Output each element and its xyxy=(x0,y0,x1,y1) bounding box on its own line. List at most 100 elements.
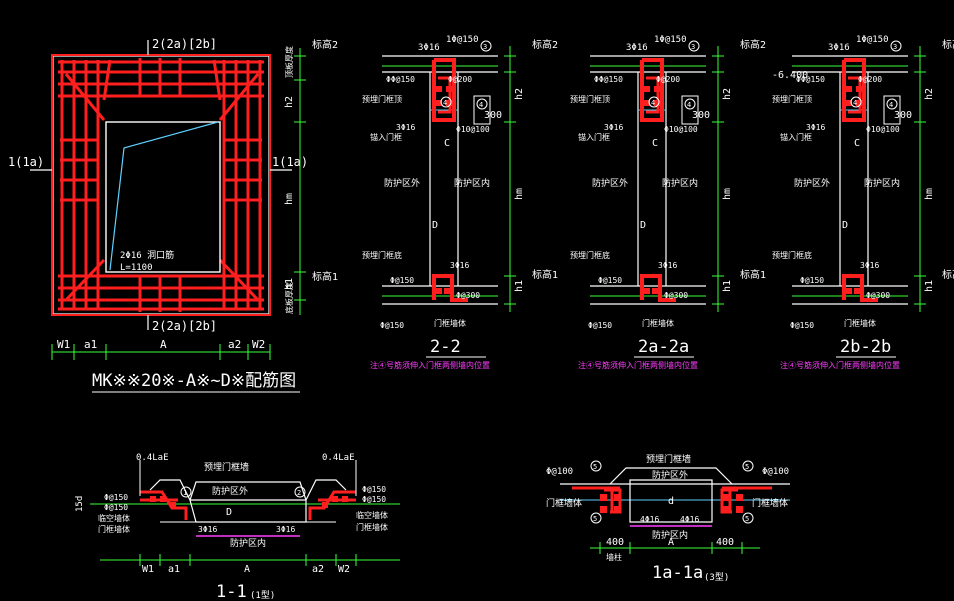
section-elev2: 标高2 xyxy=(740,38,766,51)
door-opening xyxy=(105,121,221,273)
section-in-label: 防护区内 xyxy=(454,177,490,189)
section-in-label: 防护区内 xyxy=(864,177,900,189)
section-1a-1a-marker-5d: 5 xyxy=(745,515,749,523)
section-bot-rebar-b: Φ@300 xyxy=(866,291,890,300)
plan-dim-h2: h2 xyxy=(284,96,295,108)
section-top-head xyxy=(640,58,664,122)
section-1a-1a-dim-400-left: 400 xyxy=(606,537,624,548)
section-dim-h1: h1 xyxy=(514,280,525,292)
section-top-head xyxy=(842,58,866,122)
section-elev1: 标高1 xyxy=(942,268,954,281)
section-bot-bar: 3Φ16 xyxy=(658,261,677,270)
plan-dim-a1: a1 xyxy=(84,338,97,351)
section-top-rebar-b: 3Φ16 xyxy=(418,43,440,53)
plan-rebar-grid xyxy=(58,58,264,312)
section-1a-1a-wall-right: 门框墙体 xyxy=(752,497,788,509)
section-rebar-200: Φ@200 xyxy=(656,75,680,84)
section-marker: 4 xyxy=(889,101,893,109)
section-frame-bottom: 预埋门框底 xyxy=(772,250,812,260)
plan-dim-w2: W2 xyxy=(252,338,265,351)
section-dim-hm: hm xyxy=(514,188,525,200)
section-1-1-left-rebar: Φ@150 xyxy=(104,493,128,502)
section-dim-300: 300 xyxy=(692,110,710,121)
plan-right-label: 1(1a) xyxy=(272,155,308,169)
section-bot-rebar: Φ@150 xyxy=(390,276,414,285)
section-1a-1a-marker-5a: 5 xyxy=(593,463,597,471)
section-bot-rebar-c: Φ@150 xyxy=(790,321,814,330)
plan-side-bottom: 底板厚度 xyxy=(284,282,294,314)
section-elev-val: -6.400 xyxy=(772,70,808,81)
section-frame-bottom: 预埋门框底 xyxy=(570,250,610,260)
plan-elev1: 标高1 xyxy=(312,270,338,283)
section-slab-rebar: ΦΦ@150 xyxy=(796,75,825,84)
section-marker: 4 xyxy=(479,101,483,109)
section-bot-bar: 3Φ16 xyxy=(450,261,469,270)
section-dim-h1: h1 xyxy=(722,280,733,292)
plan-rebar-note: 2Φ16 洞口筋 xyxy=(120,249,174,261)
plan-dim-a2: a2 xyxy=(228,338,241,351)
section-bottom-head xyxy=(432,274,468,302)
section-1a-1a-dim-A: A xyxy=(668,537,674,548)
door-frame-plan: 2(2a)[2b] 2(2a)[2b] 1(1a) 1(1a) 2Φ16 洞口筋… xyxy=(8,37,338,393)
section-1-1-15d: 15d xyxy=(75,496,85,512)
section-marker: 4 xyxy=(687,101,691,109)
section-frame-top: 预埋门框顶 xyxy=(362,94,402,104)
plan-top-label: 2(2a)[2b] xyxy=(152,37,217,51)
section-top-rebar-b: 3Φ16 xyxy=(626,43,648,53)
section-note: 注④号筋须伸入门框两侧墙内位置 xyxy=(578,360,698,370)
section-1a-1a: 预埋门框墙 防护区外 防护区内 Φ@100 Φ@100 门框墙体 门框墙体 4Φ… xyxy=(546,453,790,583)
section-rebar-200: Φ@200 xyxy=(448,75,472,84)
section-1-1-left-rebar2: Φ@150 xyxy=(104,503,128,512)
section-bot-rebar-c: Φ@150 xyxy=(588,321,612,330)
plan-left-label: 1(1a) xyxy=(8,155,44,169)
section-1-1-dim-w2: W2 xyxy=(338,564,350,575)
section-1a-1a-d: d xyxy=(668,496,674,507)
section-top-rebar: 1Φ@150 xyxy=(856,35,889,45)
section-bot-rebar: Φ@150 xyxy=(800,276,824,285)
section-1-1: 0.4LaE 0.4LaE Φ@150 Φ@150 临空墙体 门框墙体 Φ@15… xyxy=(75,453,400,601)
section-dim-hm: hm xyxy=(722,188,733,200)
section-bot-wall: 门框墙体 xyxy=(844,318,876,328)
section-1a-1a-in: 防护区内 xyxy=(652,529,688,541)
section-bot-wall: 门框墙体 xyxy=(642,318,674,328)
section-1a-1a-marker-5b: 5 xyxy=(745,463,749,471)
section-elev2: 标高2 xyxy=(942,38,954,51)
section-c-label: C xyxy=(854,138,860,149)
section-out-label: 防护区外 xyxy=(384,177,420,189)
plan-dim-w1: W1 xyxy=(57,338,70,351)
section-out-label: 防护区外 xyxy=(794,177,830,189)
section-1-1-in: 防护区内 xyxy=(230,537,266,549)
section-1-1-right-wall2: 门框墙体 xyxy=(356,522,388,532)
section-d-label: D xyxy=(842,220,848,231)
section-anchor: 锚入门框 xyxy=(370,132,402,142)
section-title: 2a-2a xyxy=(638,337,689,357)
section-1-1-marker-1: 1 xyxy=(183,489,187,497)
section-dim-h1: h1 xyxy=(924,280,935,292)
section-rebar-200: Φ@200 xyxy=(858,75,882,84)
section-bot-rebar-c: Φ@150 xyxy=(380,321,404,330)
section-1a-1a-title: 1a-1a xyxy=(652,563,703,583)
section-1-1-marker-2: 2 xyxy=(297,489,301,497)
section-c-label: C xyxy=(444,138,450,149)
section-elev1: 标高1 xyxy=(740,268,766,281)
plan-dim-h1: h1 xyxy=(284,278,295,290)
section-top-rebar: 1Φ@150 xyxy=(446,35,479,45)
section-bottom-head xyxy=(640,274,676,302)
section-marker: 3 xyxy=(893,43,897,51)
section-elev2: 标高2 xyxy=(532,38,558,51)
section-1a-1a-wall-left: 门框墙体 xyxy=(546,497,582,509)
section-rebar-10: Φ10@100 xyxy=(664,125,698,134)
section-bot-bar: 3Φ16 xyxy=(860,261,879,270)
section-1a-1a-subtitle: (3型) xyxy=(704,572,729,583)
section-1-1-dim-w1: W1 xyxy=(142,564,154,575)
section-d-label: D xyxy=(432,220,438,231)
section-out-label: 防护区外 xyxy=(592,177,628,189)
section-1a-1a-opening xyxy=(629,479,713,523)
section-d-label: D xyxy=(640,220,646,231)
section-top-head xyxy=(432,58,456,122)
